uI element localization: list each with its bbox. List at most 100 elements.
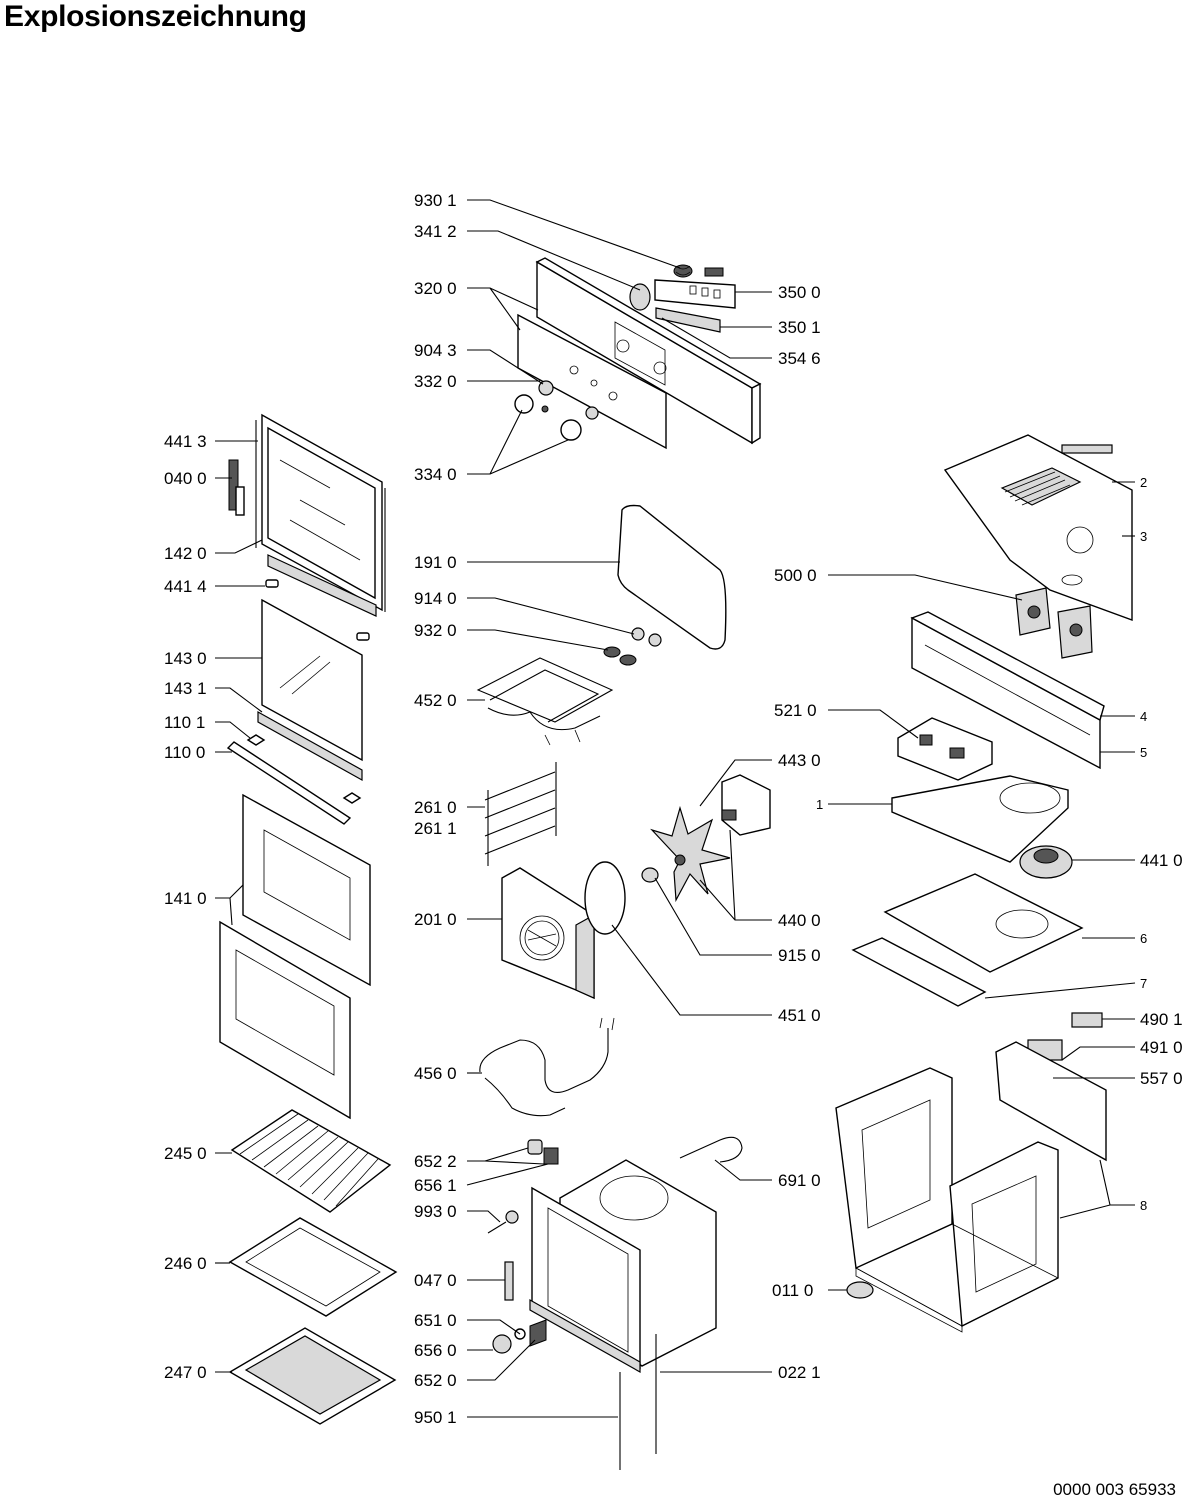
part-label: 930 1 bbox=[414, 191, 457, 210]
screw-part bbox=[487, 1210, 519, 1234]
air-duct-part bbox=[891, 775, 1073, 879]
part-label: 143 1 bbox=[164, 679, 207, 698]
part-label: 950 1 bbox=[414, 1408, 457, 1427]
part-label: 4 bbox=[1140, 709, 1147, 724]
deep-tray-part bbox=[228, 1327, 397, 1425]
bottom-heating-element-part bbox=[479, 1017, 615, 1117]
part-label: 932 0 bbox=[414, 621, 457, 640]
part-label: 110 0 bbox=[164, 743, 205, 762]
knobs-part bbox=[514, 380, 599, 441]
part-label: 8 bbox=[1140, 1198, 1147, 1213]
hinge-bracket-part bbox=[246, 734, 266, 746]
part-label: 443 0 bbox=[778, 751, 821, 770]
display-disc-part bbox=[629, 283, 651, 311]
bottom-plate-part bbox=[851, 873, 1084, 1007]
part-label: 011 0 bbox=[772, 1281, 813, 1300]
part-label: 441 4 bbox=[164, 577, 207, 596]
part-label: 993 0 bbox=[414, 1202, 457, 1221]
page-title: Explosionszeichnung bbox=[4, 0, 307, 33]
part-label: 141 0 bbox=[164, 889, 207, 908]
part-label: 451 0 bbox=[778, 1006, 821, 1025]
control-board-part bbox=[897, 717, 993, 781]
part-label: 191 0 bbox=[414, 553, 457, 572]
oven-foot-part bbox=[846, 1281, 874, 1299]
part-label: 350 1 bbox=[778, 318, 821, 337]
oven-cavity-part bbox=[529, 1159, 717, 1374]
part-label: 143 0 bbox=[164, 649, 207, 668]
part-label: 261 1 bbox=[414, 819, 457, 838]
baking-tray-part bbox=[228, 1217, 398, 1317]
oven-lamp-part bbox=[492, 1319, 547, 1354]
part-label: 350 0 bbox=[778, 283, 821, 302]
part-label: 652 0 bbox=[414, 1371, 457, 1390]
part-label: 656 0 bbox=[414, 1341, 457, 1360]
part-label: 7 bbox=[1140, 976, 1147, 991]
part-label: 246 0 bbox=[164, 1254, 207, 1273]
side-racks-part bbox=[484, 762, 557, 866]
part-label: 5 bbox=[1140, 745, 1147, 760]
part-label: 904 3 bbox=[414, 341, 457, 360]
vent-strip-part bbox=[267, 554, 377, 617]
part-label: 452 0 bbox=[414, 691, 457, 710]
thermostat-part bbox=[504, 1261, 514, 1301]
part-label: 500 0 bbox=[774, 566, 817, 585]
part-label: 040 0 bbox=[164, 469, 207, 488]
part-label: 6 bbox=[1140, 931, 1147, 946]
part-label: 247 0 bbox=[164, 1363, 207, 1382]
part-label: 651 0 bbox=[414, 1311, 457, 1330]
part-label: 656 1 bbox=[414, 1176, 457, 1195]
part-label: 201 0 bbox=[414, 910, 457, 929]
part-label: 915 0 bbox=[778, 946, 821, 965]
cooling-fans-part bbox=[1015, 587, 1093, 659]
part-label: 652 2 bbox=[414, 1152, 457, 1171]
door-frame-part bbox=[255, 413, 386, 612]
lamp-part bbox=[543, 1147, 559, 1165]
rear-panel-part bbox=[501, 867, 595, 1000]
part-label: 3 bbox=[1140, 529, 1147, 544]
part-label: 914 0 bbox=[414, 589, 457, 608]
top-cover-part bbox=[943, 434, 1133, 622]
document-number: 0000 003 65933 bbox=[1053, 1480, 1176, 1499]
leader-lines bbox=[215, 199, 1136, 1418]
part-label: 341 2 bbox=[414, 222, 457, 241]
part-label: 491 0 bbox=[1140, 1038, 1183, 1057]
part-labels: 930 1 341 2 320 0 904 3 332 0 334 0 350 … bbox=[164, 191, 1183, 1427]
lamp-cover-part bbox=[527, 1139, 543, 1155]
inner-glass-part bbox=[261, 598, 363, 762]
outer-glass-part bbox=[219, 793, 371, 1120]
part-label: 441 3 bbox=[164, 432, 207, 451]
part-label: 490 1 bbox=[1140, 1010, 1183, 1029]
top-heating-element-part bbox=[476, 657, 614, 746]
front-frame-part bbox=[910, 611, 1105, 770]
part-label: 047 0 bbox=[414, 1271, 457, 1290]
part-label: 2 bbox=[1140, 475, 1147, 490]
part-label: 332 0 bbox=[414, 372, 457, 391]
part-label: 022 1 bbox=[778, 1363, 821, 1382]
door-handle-part bbox=[226, 741, 352, 825]
part-label: 261 0 bbox=[414, 798, 457, 817]
part-label: 142 0 bbox=[164, 544, 207, 563]
door-strip-part bbox=[257, 710, 363, 782]
part-label: 557 0 bbox=[1140, 1069, 1183, 1088]
control-panel-part bbox=[517, 257, 762, 450]
hinge-part bbox=[228, 459, 245, 516]
part-label: 334 0 bbox=[414, 465, 457, 484]
part-label: 440 0 bbox=[778, 911, 821, 930]
electronic-module-part bbox=[654, 267, 736, 333]
door-seal-part bbox=[617, 504, 727, 650]
part-label: 245 0 bbox=[164, 1144, 207, 1163]
grill-rack-part bbox=[230, 1109, 392, 1213]
part-label: 456 0 bbox=[414, 1064, 457, 1083]
part-label: 320 0 bbox=[414, 279, 457, 298]
part-label: 1 bbox=[816, 797, 823, 812]
part-label: 110 1 bbox=[164, 713, 205, 732]
clip-part bbox=[265, 579, 279, 588]
temperature-sensor-part bbox=[679, 1136, 743, 1163]
convection-fan-part bbox=[641, 774, 771, 903]
outer-casing-part bbox=[835, 1041, 1107, 1333]
part-label: 354 6 bbox=[778, 349, 821, 368]
part-label: 691 0 bbox=[778, 1171, 821, 1190]
part-label: 441 0 bbox=[1140, 851, 1183, 870]
fan-ring-part bbox=[584, 861, 626, 935]
